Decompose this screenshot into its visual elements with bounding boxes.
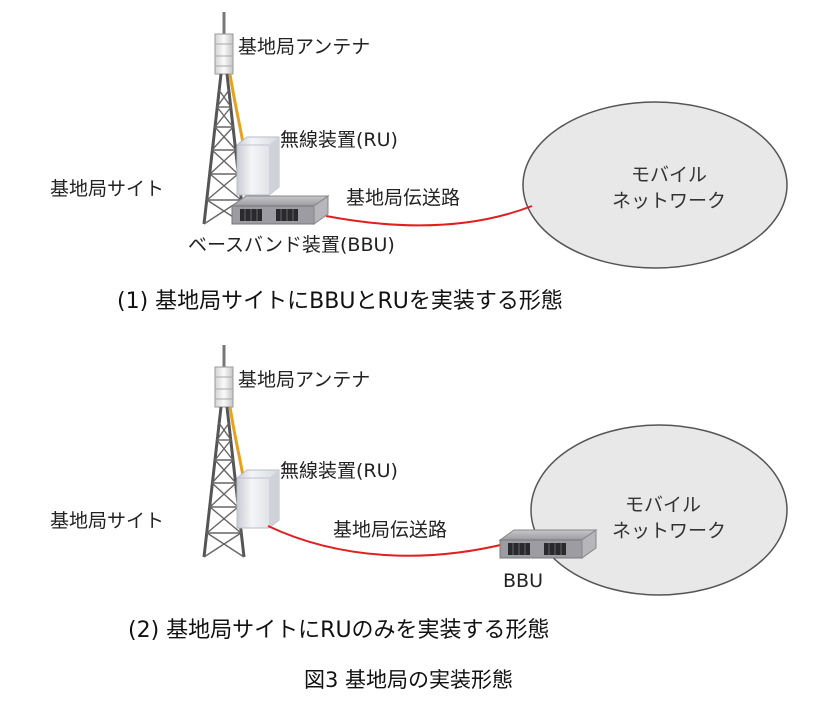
- site-label: 基地局サイト: [50, 178, 165, 200]
- bbu-label: BBU: [503, 570, 543, 592]
- ru-device-icon: [236, 469, 280, 529]
- bbu-label: ベースバンド装置(BBU): [188, 234, 395, 256]
- ru-device-icon: [236, 136, 280, 196]
- mobile-network-cloud: [522, 101, 788, 269]
- bbu-device-icon: [499, 529, 597, 559]
- bbu-device-icon: [231, 195, 329, 225]
- panel-1-caption: (1) 基地局サイトにBBUとRUを実装する形態: [117, 289, 563, 314]
- ru-label: 無線装置(RU): [280, 460, 398, 482]
- panel-1: [202, 10, 788, 269]
- transmission-line-label: 基地局伝送路: [346, 187, 461, 209]
- cloud-label-line2: ネットワーク: [611, 520, 726, 542]
- panel-2-caption: (2) 基地局サイトにRUのみを実装する形態: [128, 618, 550, 643]
- cloud-label-line2: ネットワーク: [611, 190, 726, 212]
- mobile-network-cloud: [530, 424, 788, 596]
- panel-2: [202, 343, 788, 596]
- cloud-label-line1: モバイル: [624, 494, 701, 516]
- transmission-line: [267, 525, 521, 557]
- cloud-label-line1: モバイル: [630, 164, 707, 186]
- site-label: 基地局サイト: [50, 510, 165, 532]
- ru-label: 無線装置(RU): [280, 129, 398, 151]
- figure-caption: 図3 基地局の実装形態: [303, 668, 514, 692]
- antenna-label: 基地局アンテナ: [238, 36, 371, 58]
- transmission-line: [325, 205, 533, 227]
- antenna-label: 基地局アンテナ: [238, 369, 371, 391]
- transmission-line-label: 基地局伝送路: [333, 519, 448, 541]
